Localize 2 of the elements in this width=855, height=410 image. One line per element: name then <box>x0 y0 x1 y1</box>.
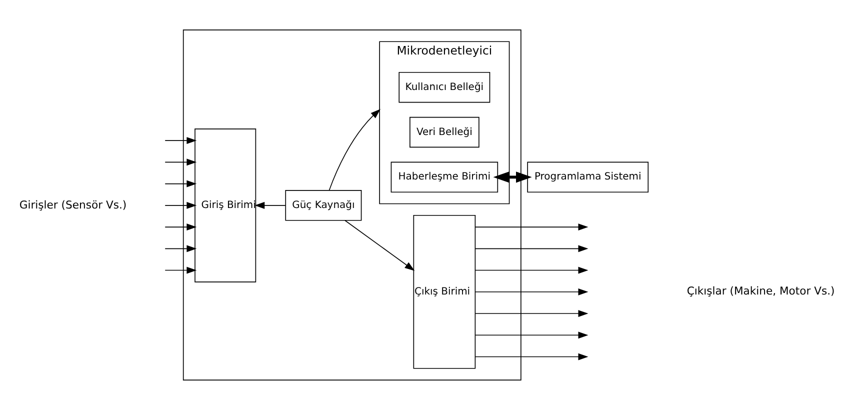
label: Çıkışlar (Makine, Motor Vs.) <box>686 284 835 298</box>
label: Girişler (Sensör Vs.) <box>19 198 127 212</box>
